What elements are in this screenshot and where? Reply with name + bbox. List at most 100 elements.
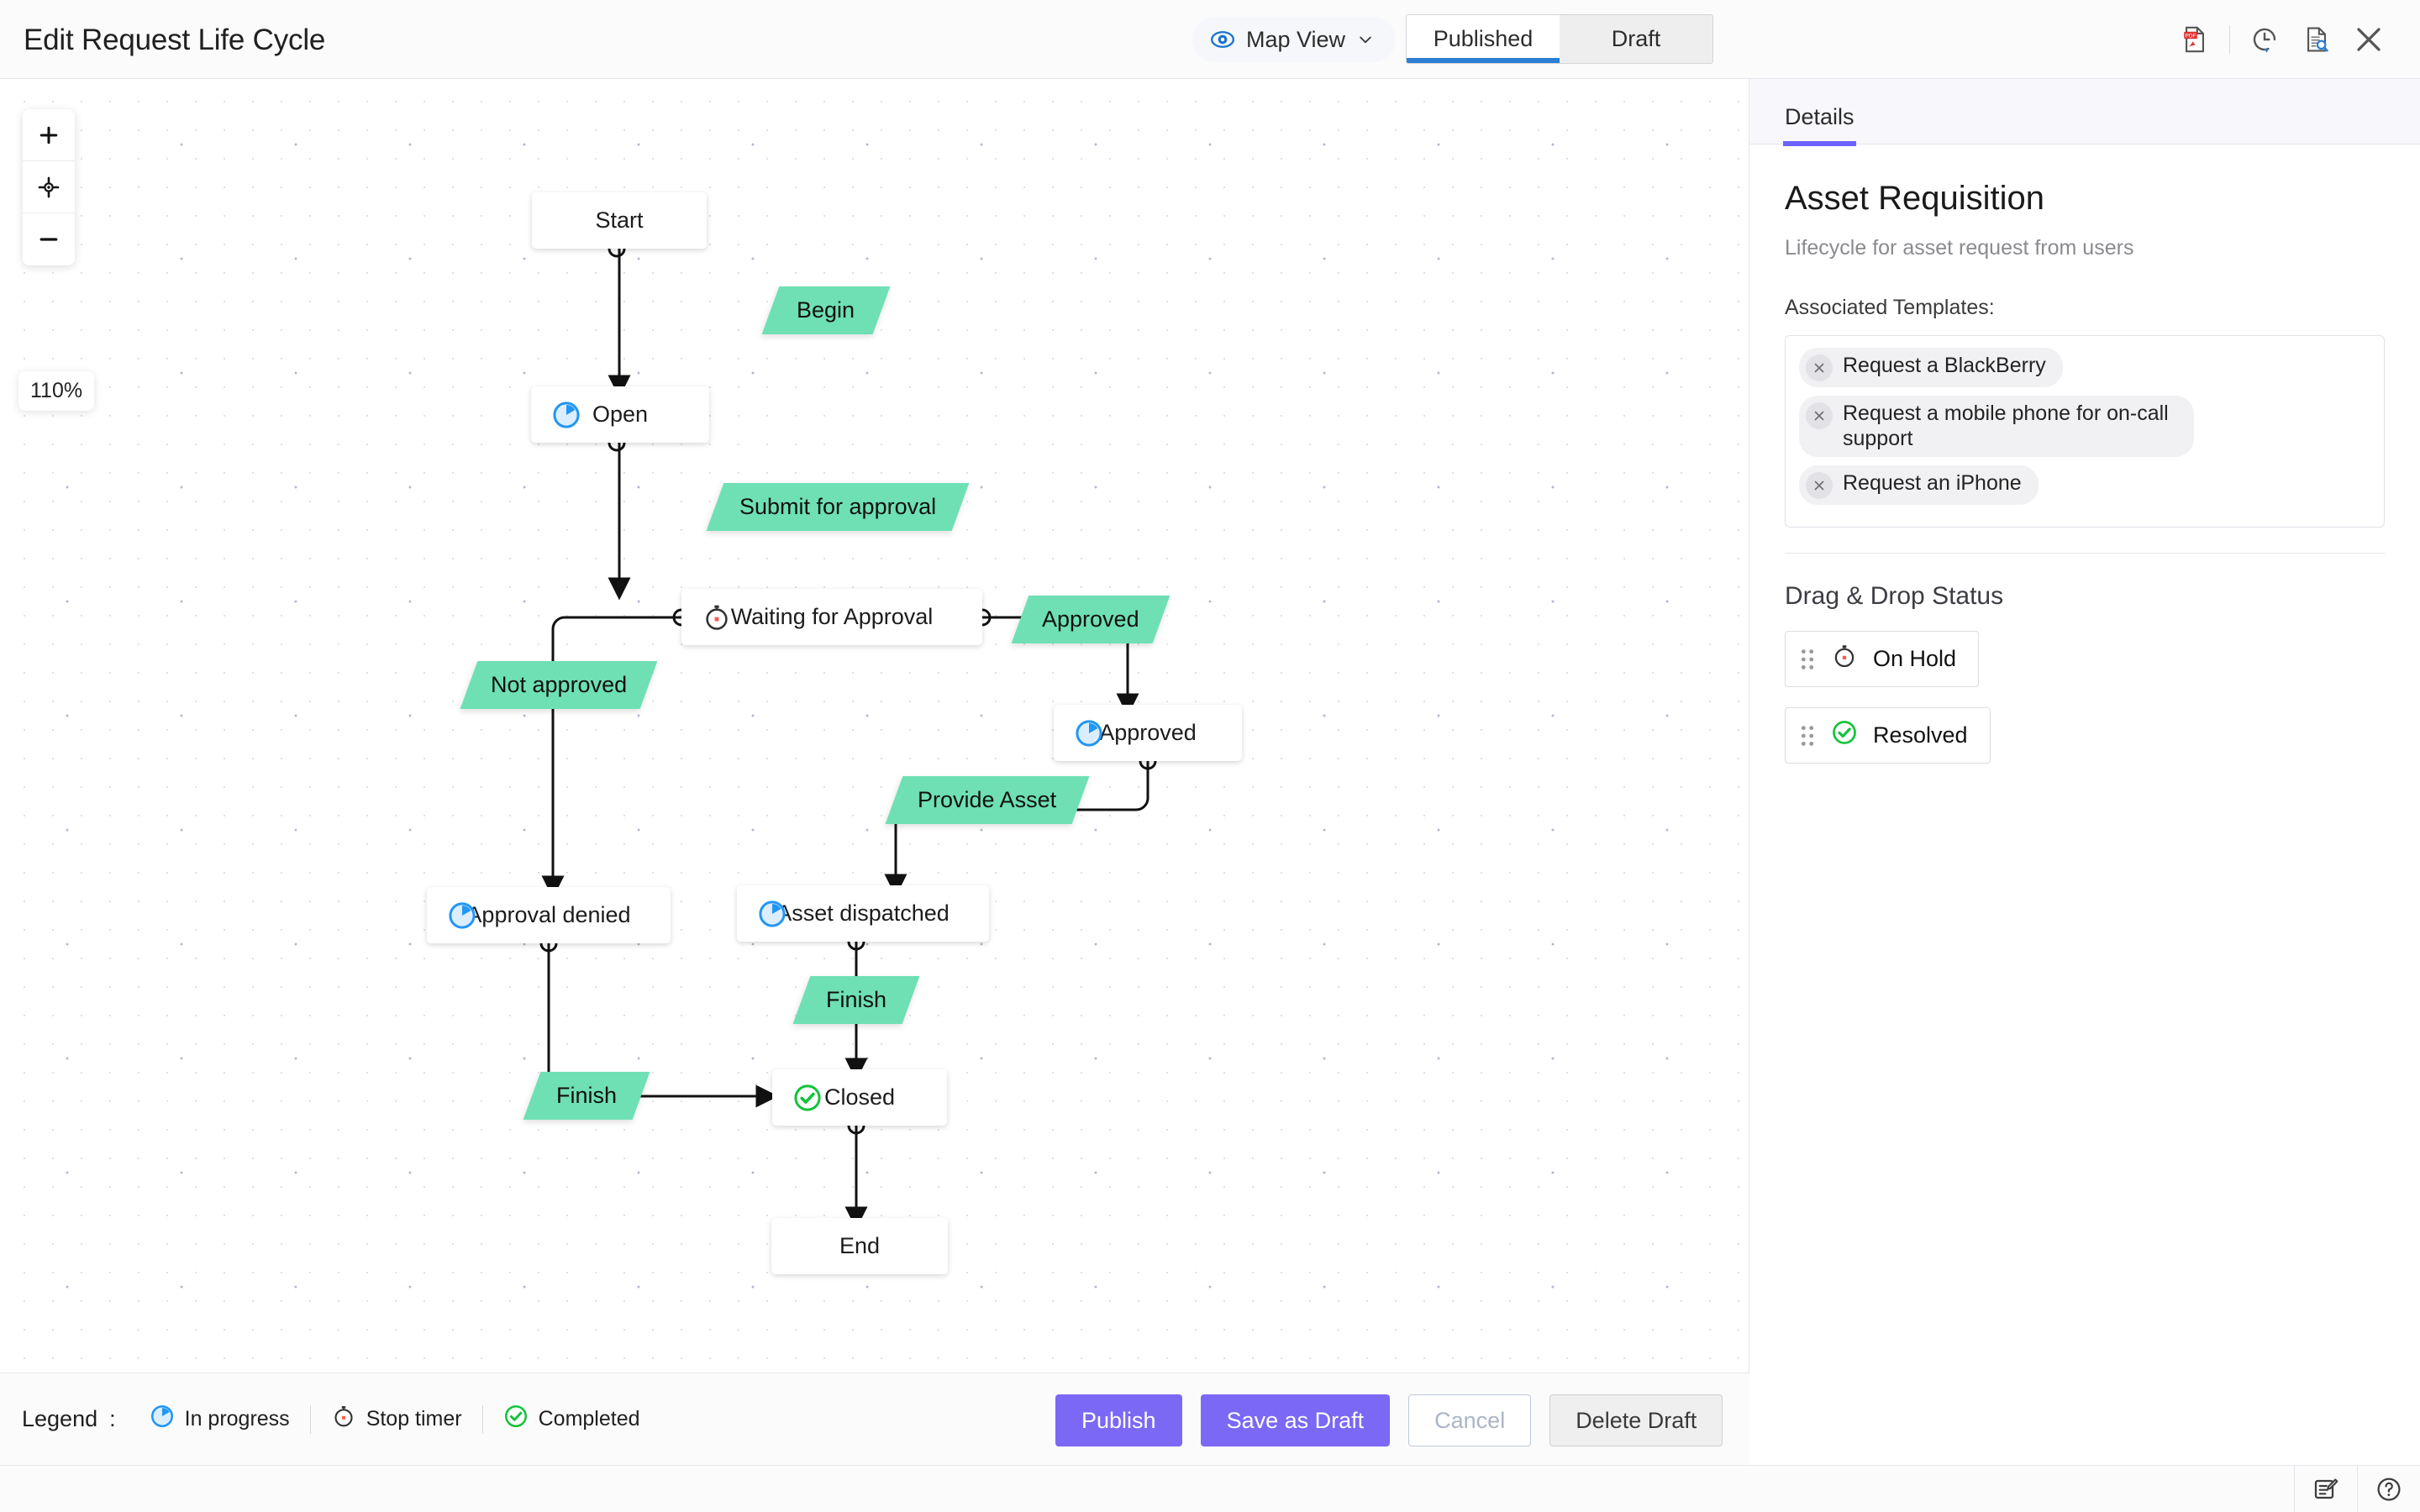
save-as-draft-button[interactable]: Save as Draft: [1200, 1394, 1391, 1446]
completed-check-icon: [503, 1404, 529, 1435]
lifecycle-description: Lifecycle for asset request from users: [1785, 236, 2134, 260]
legend-item-completed: Completed: [483, 1404, 660, 1435]
node-start[interactable]: Start: [532, 192, 707, 249]
tab-draft[interactable]: Draft: [1560, 15, 1712, 63]
close-icon[interactable]: [2343, 15, 2395, 64]
transition-submit-for-approval[interactable]: Submit for approval: [706, 483, 970, 531]
legend-label: Stop timer: [366, 1407, 462, 1431]
flow-canvas[interactable]: 110%: [0, 79, 1749, 1373]
node-waiting-for-approval[interactable]: Waiting for Approval: [681, 589, 982, 645]
flow-connectors: [539, 248, 1157, 1230]
notes-edit-icon[interactable]: [2295, 1466, 2357, 1512]
node-label: Waiting for Approval: [730, 604, 934, 629]
recenter-button[interactable]: [23, 161, 75, 213]
legend-item-stop-timer: Stop timer: [311, 1404, 482, 1435]
transition-label: Finish: [825, 987, 887, 1012]
drag-handle-icon[interactable]: [1799, 723, 1816, 748]
drag-drop-status-title: Drag & Drop Status: [1785, 582, 2004, 610]
lifecycle-name: Asset Requisition: [1785, 180, 2045, 217]
history-clock-icon[interactable]: [2238, 15, 2291, 64]
close-icon[interactable]: [1806, 354, 1833, 381]
stop-timer-icon: [702, 602, 732, 633]
page-title: Edit Request Life Cycle: [24, 24, 326, 56]
in-progress-clock-icon: [757, 899, 787, 929]
version-tabs: Published Draft: [1406, 14, 1713, 64]
transition-approved[interactable]: Approved: [1011, 596, 1171, 643]
template-chip[interactable]: Request an iPhone: [1799, 465, 2039, 505]
transition-label: Provide Asset: [918, 787, 1057, 812]
chip-row: Request a mobile phone for on-call suppo…: [1799, 396, 2370, 465]
node-label: Approved: [1099, 720, 1197, 745]
stop-timer-icon: [1831, 643, 1858, 675]
zoom-level-label: 110%: [18, 371, 95, 411]
dnd-status-resolved[interactable]: Resolved: [1785, 707, 1991, 764]
publish-button[interactable]: Publish: [1055, 1394, 1182, 1446]
legend-item-in-progress: In progress: [129, 1404, 310, 1435]
dnd-status-label: On Hold: [1873, 646, 1957, 671]
associated-templates-label: Associated Templates:: [1785, 296, 1995, 319]
transition-begin[interactable]: Begin: [761, 286, 891, 334]
transition-label: Not approved: [490, 672, 628, 697]
transition-finish-dispatched[interactable]: Finish: [792, 976, 920, 1024]
in-progress-clock-icon: [551, 400, 581, 430]
cancel-button[interactable]: Cancel: [1408, 1394, 1532, 1446]
node-approval-denied[interactable]: Approval denied: [427, 887, 671, 943]
header-icon-group: PDF: [2169, 15, 2395, 64]
panel-body: Asset Requisition Lifecycle for asset re…: [1749, 144, 2420, 764]
node-label: End: [839, 1233, 881, 1258]
bottom-bar-separator: [2357, 1466, 2358, 1512]
legend: Legend : In progress Stop timer Co: [0, 1404, 660, 1435]
node-label: Start: [595, 207, 644, 233]
template-chip[interactable]: Request a mobile phone for on-call suppo…: [1799, 396, 2194, 457]
bottom-bar: [0, 1465, 2420, 1512]
node-open[interactable]: Open: [531, 386, 709, 443]
node-label: Closed: [823, 1084, 896, 1110]
bottom-bar-separator: [2294, 1466, 2295, 1512]
node-label: Approval denied: [466, 902, 631, 927]
node-end[interactable]: End: [771, 1218, 948, 1274]
template-chip[interactable]: Request a BlackBerry: [1799, 348, 2063, 387]
legend-label: Completed: [538, 1407, 640, 1431]
template-chip-label: Request an iPhone: [1843, 471, 2022, 495]
stop-timer-icon: [331, 1404, 356, 1435]
node-closed[interactable]: Closed: [772, 1069, 947, 1126]
help-question-icon[interactable]: [2358, 1466, 2420, 1512]
canvas-footer: Legend : In progress Stop timer Co: [0, 1373, 1749, 1465]
chip-row: Request a BlackBerry: [1799, 348, 2370, 396]
eye-icon: [1211, 28, 1234, 51]
map-view-dropdown[interactable]: Map View: [1192, 17, 1397, 62]
flow-diagram: Start Open Waiting for Approval Approved: [0, 79, 1749, 1373]
chip-row: Request an iPhone: [1799, 465, 2370, 513]
transition-label: Begin: [797, 297, 855, 323]
drag-handle-icon[interactable]: [1799, 647, 1816, 672]
in-progress-clock-icon: [150, 1404, 175, 1435]
zoom-out-button[interactable]: [23, 213, 75, 265]
document-search-icon[interactable]: [2291, 15, 2343, 64]
transition-finish-denied[interactable]: Finish: [523, 1072, 650, 1120]
zoom-controls: [23, 109, 75, 265]
zoom-in-button[interactable]: [23, 109, 75, 161]
pdf-export-icon[interactable]: PDF: [2169, 15, 2221, 64]
legend-separator: [309, 1404, 311, 1434]
panel-section-divider: [1785, 553, 2385, 554]
transition-provide-asset[interactable]: Provide Asset: [885, 776, 1090, 824]
template-chip-label: Request a mobile phone for on-call suppo…: [1843, 402, 2169, 450]
node-asset-dispatched[interactable]: Asset dispatched: [737, 885, 989, 942]
footer-actions: Publish Save as Draft Cancel Delete Draf…: [1055, 1394, 1723, 1446]
tab-published[interactable]: Published: [1407, 15, 1560, 63]
close-icon[interactable]: [1806, 472, 1833, 499]
dnd-status-on-hold[interactable]: On Hold: [1785, 631, 1980, 687]
dnd-row: Resolved: [1785, 687, 2385, 764]
app-header: Edit Request Life Cycle Map View Publish…: [0, 0, 2420, 79]
panel-tabbar: Details: [1749, 79, 2420, 146]
transition-label: Submit for approval: [739, 494, 937, 519]
map-view-label: Map View: [1246, 26, 1346, 52]
transition-not-approved[interactable]: Not approved: [460, 661, 658, 709]
completed-check-icon: [1831, 719, 1858, 752]
close-icon[interactable]: [1806, 402, 1833, 429]
in-progress-clock-icon: [447, 900, 477, 931]
delete-draft-button[interactable]: Delete Draft: [1549, 1394, 1723, 1446]
node-approved[interactable]: Approved: [1054, 705, 1242, 761]
tab-details[interactable]: Details: [1783, 104, 1856, 146]
in-progress-clock-icon: [1074, 718, 1104, 748]
